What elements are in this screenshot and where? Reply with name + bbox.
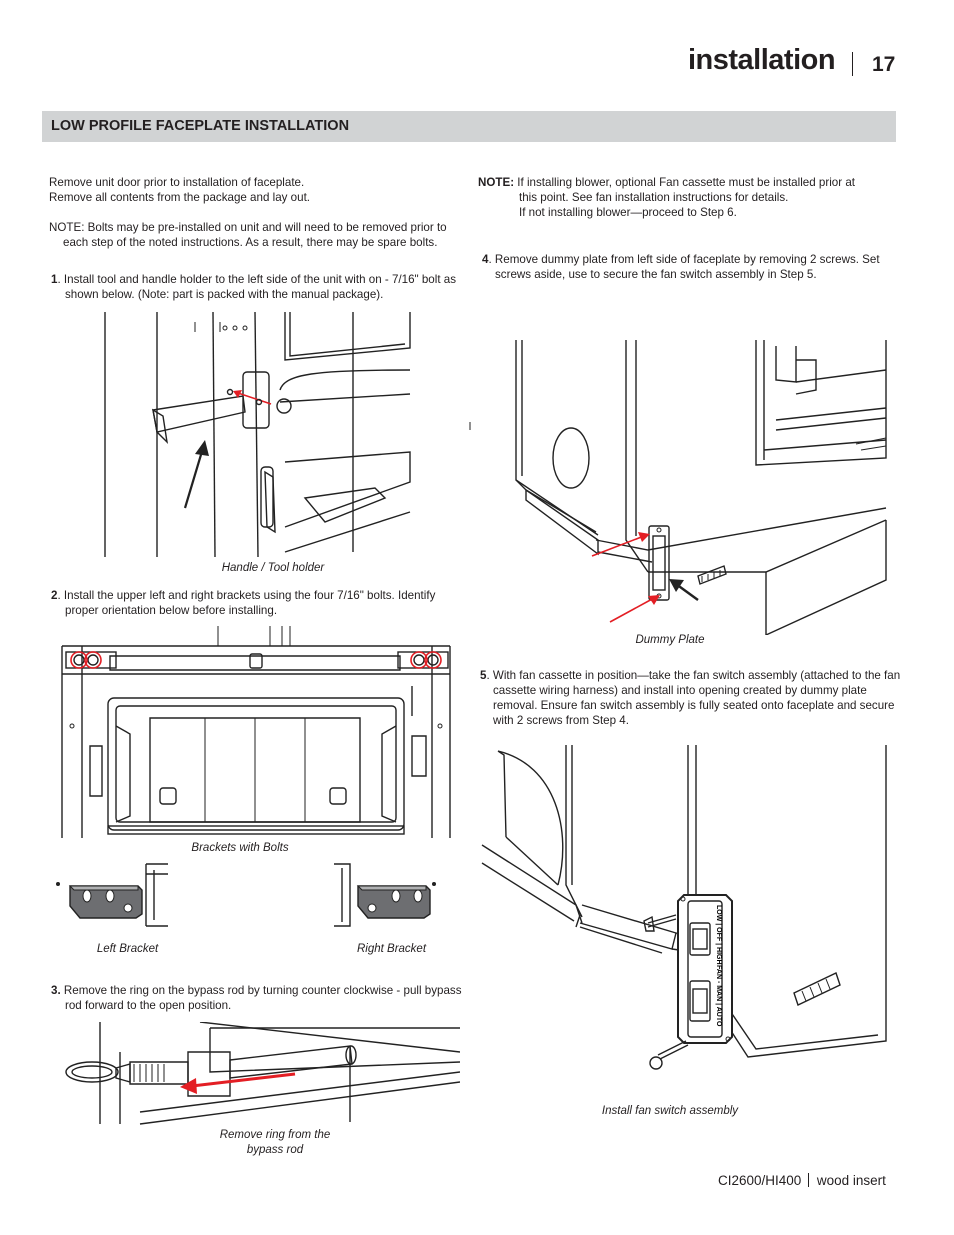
figure-bypass-rod: [60, 1022, 460, 1126]
blower-note-label: NOTE:: [478, 176, 515, 189]
switch-label-speed: LOW | OFF | HIGH: [715, 905, 722, 965]
figure-fan-switch-assembly: LOW | OFF | HIGH FAN - MAN | AUTO: [476, 745, 896, 1090]
step-1-text: . Install tool and handle holder to the …: [57, 273, 457, 301]
figure-brackets-with-bolts: [60, 626, 452, 841]
section-title: LOW PROFILE FACEPLATE INSTALLATION: [51, 118, 350, 134]
caption-fan-switch-assembly: Install fan switch assembly: [601, 1105, 739, 1117]
intro-line-1: Remove unit door prior to installation o…: [49, 176, 305, 189]
page-heading: installation: [688, 44, 836, 76]
blower-note-line-1: If installing blower, optional Fan casse…: [514, 176, 855, 189]
caption-left-bracket: Left Bracket: [96, 943, 159, 955]
switch-label-mode: FAN - MAN | AUTO: [715, 965, 722, 1027]
step-4: 4. Remove dummy plate from left side of …: [482, 252, 905, 282]
caption-bypass-rod-line-2: bypass rod: [246, 1144, 304, 1156]
bolts-note: NOTE: Bolts may be pre-installed on unit…: [49, 221, 447, 249]
step-3: 3. Remove the ring on the bypass rod by …: [51, 983, 467, 1013]
step-2-number: 2: [51, 589, 58, 602]
step-2: 2. Install the upper left and right brac…: [51, 588, 465, 618]
step-5-text: . With fan cassette in position—take the…: [486, 669, 901, 727]
caption-bypass-rod-line-1: Remove ring from the: [219, 1129, 331, 1141]
section-bar: [42, 111, 896, 142]
figure-left-bracket: [52, 860, 172, 940]
footer-product: wood insert: [816, 1173, 886, 1188]
step-1: 1. Install tool and handle holder to the…: [51, 272, 463, 302]
heading-divider: [852, 52, 853, 76]
figure-dummy-plate: [466, 340, 896, 635]
footer-divider: [808, 1173, 810, 1187]
step-4-number: 4: [482, 253, 489, 266]
step-1-number: 1: [51, 273, 58, 286]
caption-dummy-plate: Dummy Plate: [635, 634, 705, 646]
page-number: 17: [872, 53, 896, 76]
step-5-number: 5: [480, 669, 487, 682]
step-3-number: 3.: [51, 984, 61, 997]
intro-text: Remove unit door prior to installation o…: [49, 175, 449, 205]
caption-right-bracket: Right Bracket: [356, 943, 427, 955]
blower-note-line-2: this point. See fan installation instruc…: [519, 191, 789, 204]
figure-right-bracket: [330, 860, 440, 940]
figure-handle-tool-holder: [75, 312, 415, 562]
step-2-text: . Install the upper left and right brack…: [57, 589, 436, 617]
step-5: 5. With fan cassette in position—take th…: [480, 668, 905, 728]
footer-model: CI2600/HI400: [718, 1173, 802, 1188]
caption-bypass-rod: Remove ring from the bypass rod: [175, 1128, 375, 1158]
caption-brackets-with-bolts: Brackets with Bolts: [191, 842, 289, 854]
step-4-text: . Remove dummy plate from left side of f…: [488, 253, 880, 281]
intro-line-2: Remove all contents from the package and…: [49, 191, 311, 204]
blower-note: NOTE: If installing blower, optional Fan…: [478, 175, 898, 220]
step-3-text: Remove the ring on the bypass rod by tur…: [60, 984, 462, 1012]
footer: CI2600/HI400 wood insert: [718, 1173, 886, 1188]
caption-handle-tool-holder: Handle / Tool holder: [221, 562, 325, 574]
blower-note-line-3: If not installing blower—proceed to Step…: [519, 206, 737, 219]
